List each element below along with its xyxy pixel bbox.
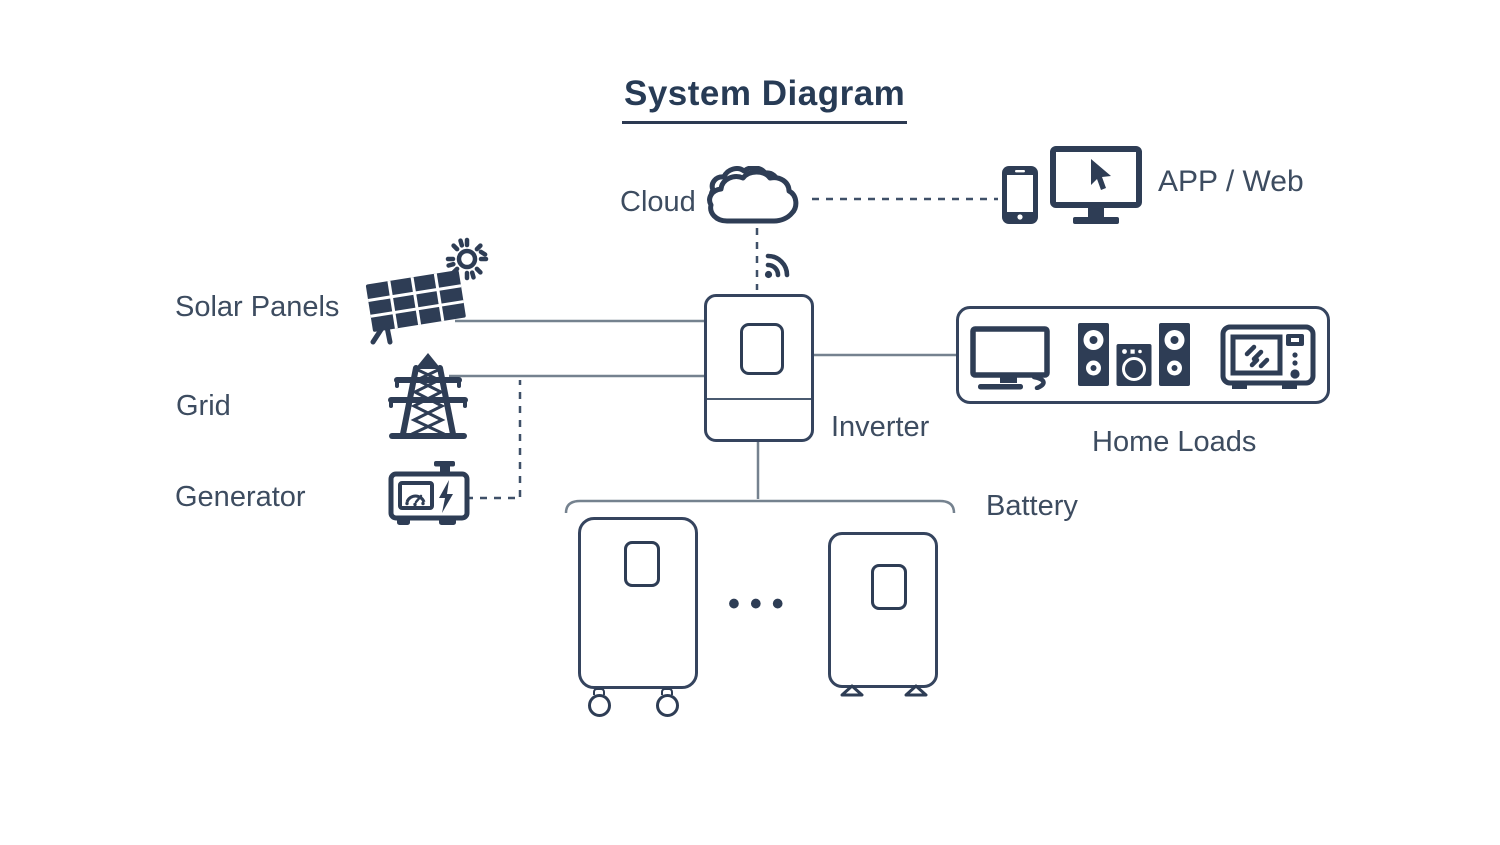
grid-label: Grid	[176, 390, 231, 422]
battery-1-wheel	[588, 694, 611, 717]
microwave-icon	[1220, 324, 1316, 389]
inverter-split-line	[707, 398, 811, 400]
battery-label: Battery	[986, 490, 1078, 522]
inverter-display	[740, 323, 784, 375]
inverter-unit	[704, 294, 814, 442]
cloud-icon	[707, 166, 799, 224]
speakers-icon	[1078, 323, 1190, 386]
generator-icon	[388, 461, 470, 525]
tv-icon	[970, 326, 1050, 390]
cloud-label: Cloud	[620, 186, 696, 218]
home-loads-label: Home Loads	[1092, 426, 1257, 458]
app-web-label: APP / Web	[1158, 165, 1304, 198]
edge-generator-grid	[466, 380, 522, 500]
battery-2-foot	[904, 684, 928, 697]
page-title: System Diagram	[622, 74, 908, 124]
battery-1-display	[624, 541, 660, 587]
generator-label: Generator	[175, 481, 306, 513]
battery-unit-1	[578, 517, 698, 689]
battery-unit-2	[828, 532, 938, 688]
more-batteries-ellipsis: •••	[728, 585, 794, 623]
inverter-label: Inverter	[831, 411, 930, 443]
transmission-tower-icon	[388, 353, 468, 439]
battery-2-foot	[840, 684, 864, 697]
battery-bracket	[564, 499, 956, 514]
smartphone-icon	[1002, 166, 1038, 224]
monitor-cursor-icon	[1050, 146, 1142, 224]
solar-panels-label: Solar Panels	[175, 291, 340, 323]
battery-1-wheel	[656, 694, 679, 717]
battery-1-wheel-mount	[661, 688, 673, 695]
battery-1-wheel-mount	[593, 688, 605, 695]
battery-2-display	[871, 564, 907, 610]
wifi-signal-icon	[764, 253, 790, 279]
solar-panel-icon	[365, 270, 466, 345]
